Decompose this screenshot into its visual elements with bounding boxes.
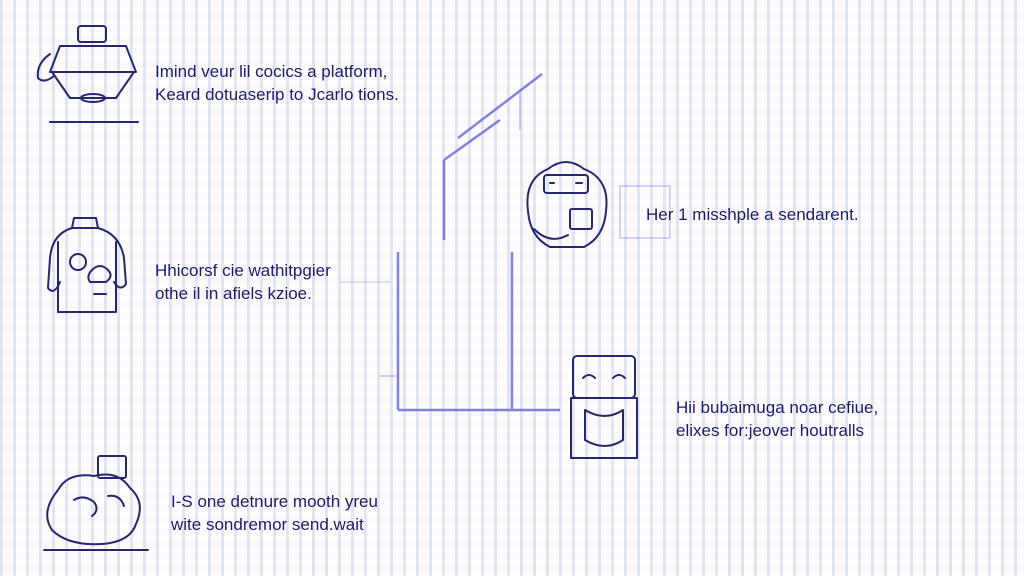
jar-device-icon — [36, 25, 139, 123]
item-1-line-1: Imind veur lil cocics a platform, — [155, 62, 388, 81]
item-3-text: I-S one detnure mooth yreu wite sondremo… — [171, 490, 378, 536]
item-5-line-1: Hii bubaimuga noar cefiue, — [676, 398, 879, 417]
item-5-text: Hii bubaimuga noar cefiue, elixes for:je… — [676, 396, 878, 442]
monitor-box-icon — [570, 355, 638, 459]
item-2-text: Hhicorsf cie wathitpgier othe il in afie… — [155, 259, 331, 305]
item-2-line-1: Hhicorsf cie wathitpgier — [155, 261, 331, 280]
item-5-line-2: elixes for:jeover houtralls — [676, 421, 865, 440]
item-2-line-2: othe il in afiels kzioe. — [155, 284, 312, 303]
item-4-text: Her 1 misshple a sendarent. — [646, 203, 859, 226]
shirt-person-icon — [47, 217, 127, 313]
item-4-line-1: Her 1 misshple a sendarent. — [646, 205, 859, 224]
item-1-line-2: Keard dotuaserip to Jcarlo tions. — [155, 85, 399, 104]
item-3-line-2: wite sondremor send.wait — [171, 515, 364, 534]
item-3-line-1: I-S one detnure mooth yreu — [171, 492, 378, 511]
robot-head-icon — [526, 161, 608, 248]
cloud-blob-icon — [43, 455, 149, 551]
item-1-text: Imind veur lil cocics a platform, Keard … — [155, 60, 399, 106]
